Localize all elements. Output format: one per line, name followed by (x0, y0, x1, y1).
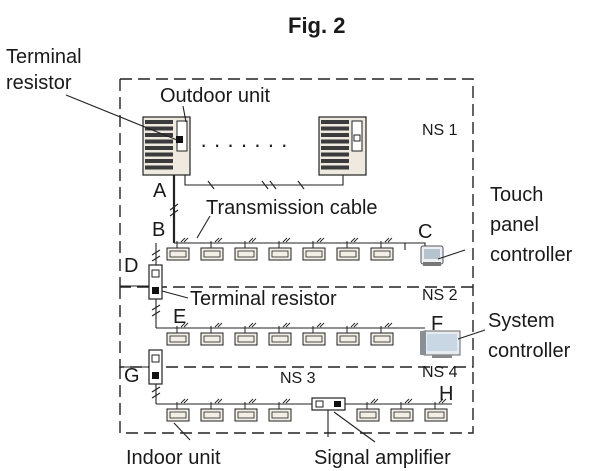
outdoor-link-cable (184, 175, 344, 186)
ns1-boundary (119, 78, 474, 288)
indoor-unit-icon (200, 237, 224, 261)
indoor-unit-icon (166, 322, 190, 346)
system-controller-icon (420, 330, 461, 358)
indoor-unit-icon (268, 237, 292, 261)
label-terminal-resistor-mid: Terminal resistor (190, 288, 337, 310)
indoor-unit-icon (234, 398, 258, 422)
point-g: G (124, 365, 140, 387)
indoor-unit-icon (336, 322, 360, 346)
indoor-row-e (166, 322, 394, 346)
label-terminal-resistor-top-2: resistor (6, 72, 72, 94)
label-terminal-resistor-top-1: Terminal (6, 46, 82, 68)
point-h: H (439, 383, 453, 405)
point-f: F (431, 313, 443, 335)
indoor-unit-icon (302, 237, 326, 261)
point-b: B (152, 219, 165, 241)
indoor-unit-icon (268, 398, 292, 422)
indoor-unit-icon (234, 322, 258, 346)
point-e: E (173, 306, 186, 328)
touch-panel-controller-icon (420, 245, 444, 266)
point-c: C (418, 221, 432, 243)
label-ns1: NS 1 (422, 122, 458, 139)
ns2-boundary (119, 287, 474, 368)
leader-amplifier (333, 411, 376, 443)
outdoor-unit-right (318, 116, 367, 176)
terminal-resistor-mid-icon (148, 264, 163, 300)
label-touch-2: panel (490, 214, 539, 236)
indoor-unit-icon (200, 398, 224, 422)
indoor-unit-icon (302, 322, 326, 346)
terminal-resistor-outdoor-icon (176, 136, 183, 143)
leader-system (457, 329, 486, 340)
signal-amplifier-icon (311, 397, 346, 411)
indoor-row-b (166, 237, 394, 261)
outdoor-unit-left (142, 116, 191, 176)
leader-touch (437, 249, 466, 260)
label-transmission-cable: Transmission cable (206, 197, 378, 219)
indoor-unit-icon (336, 237, 360, 261)
label-ns3: NS 3 (280, 370, 316, 387)
network-boundaries (119, 78, 474, 434)
ns3-boundary (119, 367, 474, 434)
label-signal-amplifier: Signal amplifier (314, 447, 451, 469)
leader-indoor (173, 422, 191, 441)
label-system-1: System (488, 310, 555, 332)
leader-outdoor (182, 105, 187, 123)
indoor-unit-icon (370, 237, 394, 261)
label-ns4: NS 4 (422, 364, 458, 381)
indoor-unit-icon (200, 322, 224, 346)
leader-terminal-top (65, 94, 178, 141)
figure-title: Fig. 2 (288, 13, 345, 38)
indoor-unit-icon (390, 398, 414, 422)
indoor-row-g (166, 398, 448, 422)
label-outdoor-unit: Outdoor unit (160, 85, 271, 107)
indoor-unit-icon (424, 398, 448, 422)
indoor-unit-icon (166, 398, 190, 422)
point-a: A (153, 180, 167, 202)
point-d: D (124, 255, 138, 277)
label-touch-1: Touch (490, 184, 543, 206)
label-system-2: controller (488, 340, 571, 362)
indoor-unit-icon (166, 237, 190, 261)
terminal-resistor-low-icon (148, 349, 163, 385)
indoor-unit-icon (356, 398, 380, 422)
leader-terminal-mid (161, 290, 189, 299)
label-touch-3: controller (490, 244, 573, 266)
label-indoor-unit: Indoor unit (126, 447, 221, 469)
indoor-unit-icon (234, 237, 258, 261)
leader-transmission (196, 215, 211, 239)
outdoor-dots: · · · · · · · (200, 132, 288, 157)
indoor-unit-icon (268, 322, 292, 346)
indoor-unit-icon (370, 322, 394, 346)
label-ns2: NS 2 (422, 287, 458, 304)
